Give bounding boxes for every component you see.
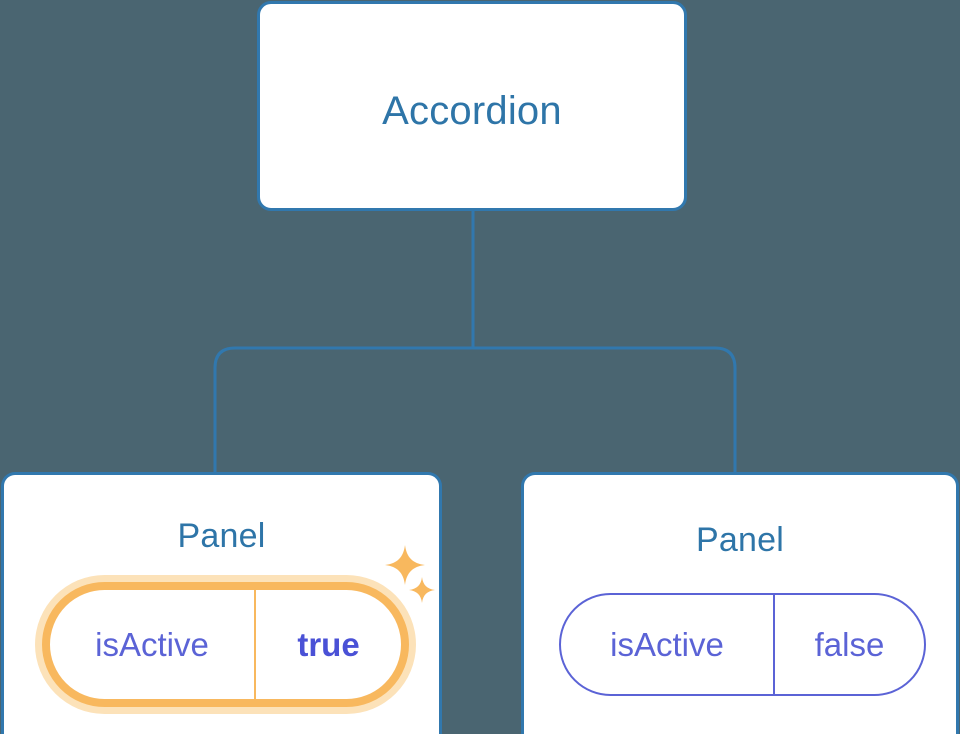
node-panel-left[interactable]: Panel isActive true [1,472,442,734]
node-panel-right-title: Panel [696,521,784,559]
prop-pill-left-value: true [297,625,360,663]
prop-pill-right[interactable]: isActive false [559,593,926,696]
node-panel-left-title: Panel [177,517,266,555]
sparkle-small-icon [409,577,435,603]
prop-pill-right-value: false [814,625,885,663]
connector-branch-right [471,346,737,474]
sparkle-large-icon [385,545,425,585]
prop-pill-right-key: isActive [561,595,775,694]
connector-branch-left [213,346,475,474]
node-accordion[interactable]: Accordion [257,1,687,211]
prop-pill-left-key: isActive [50,590,256,699]
prop-pill-left-wrapper[interactable]: isActive true [35,575,416,714]
prop-pill-left[interactable]: isActive true [42,582,409,707]
node-panel-right[interactable]: Panel isActive false [521,472,959,734]
node-accordion-title: Accordion [382,89,562,133]
